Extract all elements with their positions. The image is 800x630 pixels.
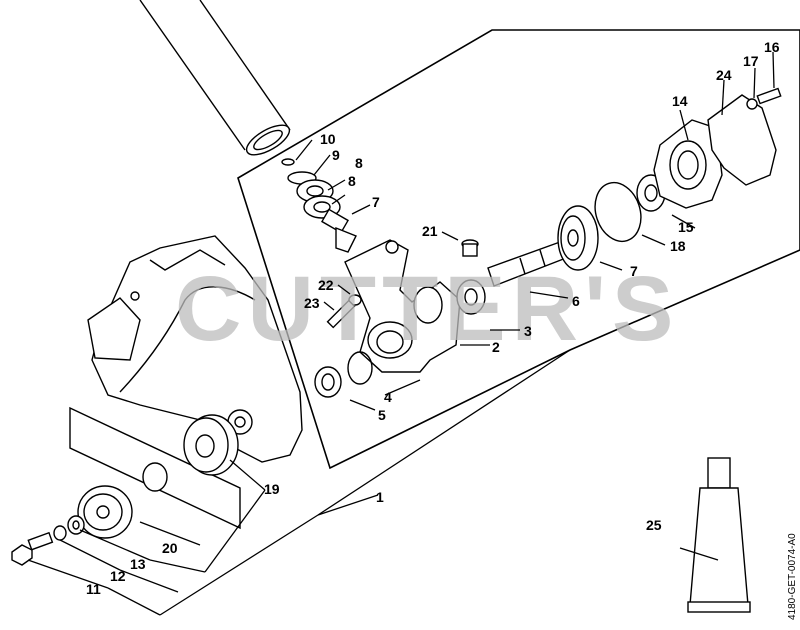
oil-seal-part-5	[314, 366, 342, 398]
thrust-washer-part-19	[183, 414, 239, 476]
washer-part-17	[746, 98, 758, 110]
thrust-plate-part-13	[77, 485, 133, 539]
callout-15: 15	[678, 219, 694, 235]
watermark-text: CUTTER'S	[175, 258, 679, 360]
callout-25: 25	[646, 517, 662, 533]
callout-labels: 1 2 3 4 5 6 7 7 8 8 9 10 11 12 13 14 15 …	[86, 39, 780, 597]
bearing-cover-part-14	[653, 119, 723, 209]
grease-tube-part-25	[687, 457, 751, 613]
blade-guard	[87, 235, 303, 463]
leader-lines	[27, 51, 775, 616]
bevel-gear-part-7	[557, 205, 599, 271]
callout-7-bevel: 7	[630, 263, 638, 279]
callout-5: 5	[378, 407, 386, 423]
callout-12: 12	[110, 568, 126, 584]
blade-part-20	[69, 406, 241, 530]
callout-22: 22	[318, 277, 334, 293]
retaining-ring-part-10	[281, 158, 295, 166]
ball-bearing-part-3	[456, 279, 486, 315]
callout-19: 19	[264, 481, 280, 497]
bolt-part-11	[11, 531, 54, 566]
washer-part-12	[67, 515, 85, 535]
callout-21: 21	[422, 223, 438, 239]
callout-18: 18	[670, 238, 686, 254]
screw-part-23	[326, 299, 356, 329]
gear-head-enclosure-outline	[237, 29, 800, 470]
screw-part-16	[756, 87, 782, 105]
lock-washer	[53, 525, 67, 541]
callout-4: 4	[384, 389, 392, 405]
callout-13: 13	[130, 556, 146, 572]
gear-housing-part-2	[344, 239, 461, 373]
callout-8a: 8	[348, 173, 356, 189]
callout-8b: 8	[355, 155, 363, 171]
callout-7-pinion: 7	[372, 194, 380, 210]
callout-20: 20	[162, 540, 178, 556]
callout-2: 2	[492, 339, 500, 355]
callout-14: 14	[672, 93, 688, 109]
callout-11: 11	[86, 581, 101, 597]
document-id: 4180-GET-0074-A0	[787, 533, 798, 620]
callout-3: 3	[524, 323, 532, 339]
callout-1: 1	[376, 489, 384, 505]
callout-6: 6	[572, 293, 580, 309]
callout-9: 9	[332, 147, 340, 163]
plug-part-21	[461, 239, 479, 257]
circlip-part-4	[347, 351, 373, 385]
callout-24: 24	[716, 67, 732, 83]
o-ring-part-18	[594, 181, 642, 243]
pinion-gear-part-7	[321, 208, 357, 253]
cover-plate-part-24	[707, 94, 777, 186]
callout-17: 17	[743, 53, 759, 69]
callout-23: 23	[304, 295, 320, 311]
drive-shaft-tube	[139, 0, 291, 156]
callout-16: 16	[764, 39, 780, 55]
callout-10: 10	[320, 131, 336, 147]
